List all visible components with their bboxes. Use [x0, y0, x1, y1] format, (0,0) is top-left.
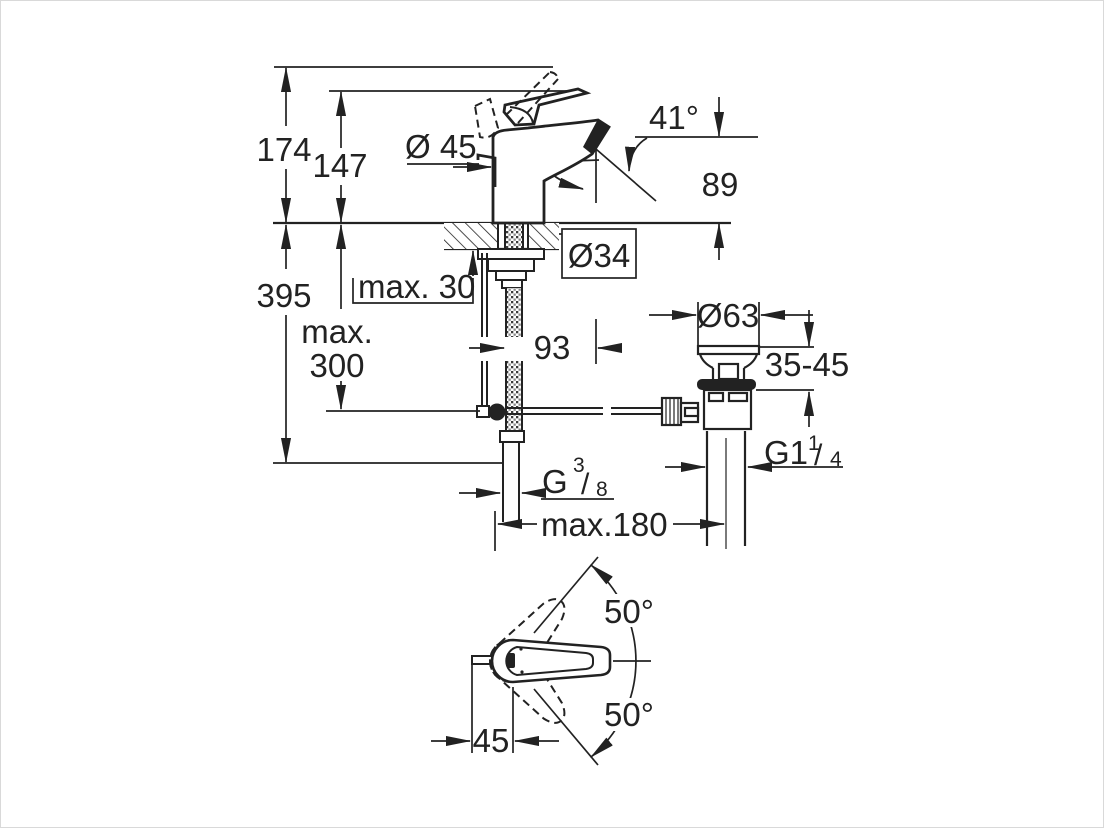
- label-height-89: 89: [702, 166, 739, 203]
- label-offset-45: 45: [473, 722, 510, 759]
- g38-numerator: 3: [573, 454, 585, 477]
- hose-end-fitting: [499, 430, 525, 443]
- label-range-35-45: 35-45: [765, 346, 849, 383]
- cartridge-dome: [509, 106, 534, 124]
- ball-joint: [488, 403, 506, 421]
- label-dia-63: Ø63: [697, 297, 759, 334]
- spout-angle-arc: [624, 137, 648, 173]
- faucet-side-view: [444, 71, 662, 522]
- label-depth-395: 395: [256, 277, 311, 314]
- pop-up-rod: [476, 253, 662, 421]
- handle-inner-outline: [505, 645, 594, 677]
- handle-top-view: [471, 564, 658, 758]
- label-max-30: max. 30: [358, 268, 475, 305]
- aerator: [583, 119, 610, 155]
- max30-label-box: [352, 278, 474, 304]
- g38-slash: /: [581, 468, 590, 501]
- g114-denominator: 4: [830, 448, 842, 471]
- handle-logo-mark: [507, 653, 515, 668]
- g114-prefix: G1: [764, 434, 808, 471]
- extension-lines: [273, 66, 814, 766]
- knurled-coupling: [660, 396, 700, 427]
- label-max-180: max.180: [541, 506, 668, 543]
- spout-angle-line: [588, 142, 657, 202]
- o-ring-seal: [697, 379, 756, 390]
- dimension-labels: 174 147 Ø 45 41° 89 395 max. 30 Ø34 max.…: [256, 99, 849, 759]
- g114-numerator: 1: [808, 432, 820, 455]
- drain-assembly: [660, 344, 761, 546]
- label-max-300-line1: max.: [301, 313, 373, 350]
- waste-flange: [696, 344, 761, 356]
- pop-up-knob: [476, 153, 497, 187]
- threaded-shank: [505, 223, 523, 249]
- swing-arc: [590, 564, 637, 758]
- swing-line-upper: [533, 556, 599, 634]
- rotated-handle-dashed-upper: [489, 598, 566, 683]
- swing-line-lower: [533, 688, 599, 766]
- label-dia-45: Ø 45: [405, 128, 477, 165]
- dia34-label-box: [561, 228, 637, 279]
- label-swing-50-upper: 50°: [604, 593, 654, 630]
- faucet-body: [491, 118, 611, 225]
- label-dia-34: Ø34: [568, 237, 630, 274]
- label-swing-50-lower: 50°: [604, 696, 654, 733]
- label-height-174: 174: [256, 131, 311, 168]
- label-height-147: 147: [312, 147, 367, 184]
- label-thread-g114: G1 1 / 4: [764, 432, 842, 472]
- faucet-lever: [502, 87, 592, 127]
- rotated-handle-dashed-lower: [489, 639, 566, 724]
- g38-prefix: G: [542, 463, 568, 500]
- g38-denominator: 8: [596, 478, 608, 501]
- g114-slash: /: [814, 439, 823, 472]
- lifted-lever-dashed: [473, 71, 559, 139]
- label-angle-41: 41°: [649, 99, 699, 136]
- supply-hose: [499, 288, 525, 522]
- counter-hatch-right: [528, 223, 559, 249]
- label-reach-93: 93: [534, 329, 571, 366]
- label-thread-g38: G 3 / 8: [542, 454, 608, 501]
- label-max-300-line2: 300: [309, 347, 364, 384]
- counter-hatch-left: [444, 223, 498, 249]
